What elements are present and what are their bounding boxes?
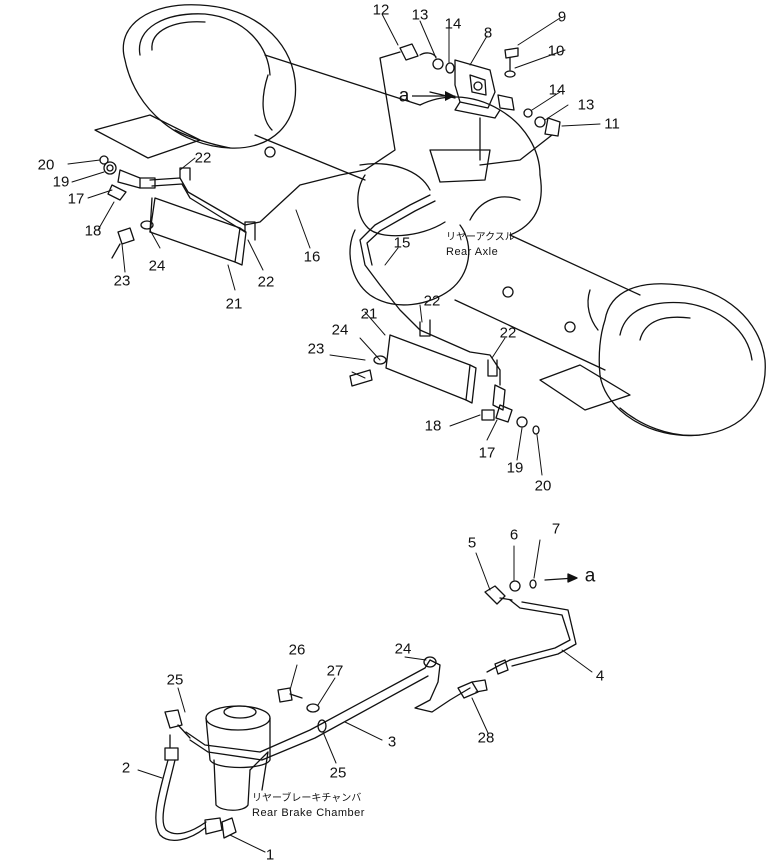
brake-chamber-caption-jp: リヤーブレーキチャンバ (252, 793, 362, 804)
callout-26: 26 (288, 641, 306, 659)
callout-25-a: 25 (166, 671, 184, 689)
callout-19-right: 19 (506, 459, 524, 477)
callout-14-right: 14 (548, 81, 566, 99)
callout-2: 2 (121, 759, 131, 777)
callout-22-c: 22 (423, 292, 441, 310)
callout-18-left: 18 (84, 222, 102, 240)
callout-11: 11 (604, 115, 620, 133)
callout-8: 8 (483, 24, 493, 42)
callout-5: 5 (467, 534, 477, 552)
rear-axle-caption-jp: リヤーアクスル (446, 232, 515, 243)
lower-leader-lines (137, 539, 593, 853)
brake-chamber-caption-en: Rear Brake Chamber (252, 807, 365, 819)
upper-leader-lines (67, 13, 601, 476)
callout-28: 28 (477, 729, 495, 747)
callout-19-left: 19 (52, 173, 70, 191)
callout-7: 7 (551, 520, 561, 538)
callout-3: 3 (387, 733, 397, 751)
left-brake-pipe-group (99, 51, 401, 266)
callout-4: 4 (595, 667, 605, 685)
callout-24-right: 24 (331, 321, 349, 339)
callout-20-left: 20 (37, 156, 55, 174)
callout-10: 10 (547, 42, 565, 60)
rear-axle-housing (94, 4, 766, 437)
callout-17-right: 17 (478, 444, 496, 462)
callout-22-b: 22 (257, 273, 275, 291)
rear-axle-caption-en: Rear Axle (446, 246, 499, 258)
callout-21-left: 21 (225, 295, 243, 313)
brake-chamber-group (155, 573, 578, 841)
callout-24-lower: 24 (394, 640, 412, 658)
callout-21-right: 21 (360, 305, 378, 323)
callout-23-left: 23 (113, 272, 131, 290)
callout-1: 1 (265, 846, 275, 864)
relay-valve-group (399, 43, 561, 166)
right-brake-pipe-group (349, 194, 540, 435)
callout-25-b: 25 (329, 764, 347, 782)
callout-24-left: 24 (148, 257, 166, 275)
callout-20-right: 20 (534, 477, 552, 495)
callout-9: 9 (557, 8, 567, 26)
callout-13-upper: 13 (411, 6, 429, 24)
callout-18-right: 18 (424, 417, 442, 435)
callout-16: 16 (303, 248, 321, 266)
callout-22-a: 22 (194, 149, 212, 167)
callout-27: 27 (326, 662, 344, 680)
callout-6: 6 (509, 526, 519, 544)
callout-15: 15 (393, 234, 411, 252)
reference-letter-upper: a (398, 85, 410, 107)
callout-13-right: 13 (577, 96, 595, 114)
callout-23-right: 23 (307, 340, 325, 358)
callout-22-d: 22 (499, 324, 517, 342)
callout-12: 12 (372, 1, 390, 19)
callout-17-left: 17 (67, 190, 85, 208)
callout-14-upper: 14 (444, 15, 462, 33)
reference-letter-lower: a (584, 565, 596, 587)
